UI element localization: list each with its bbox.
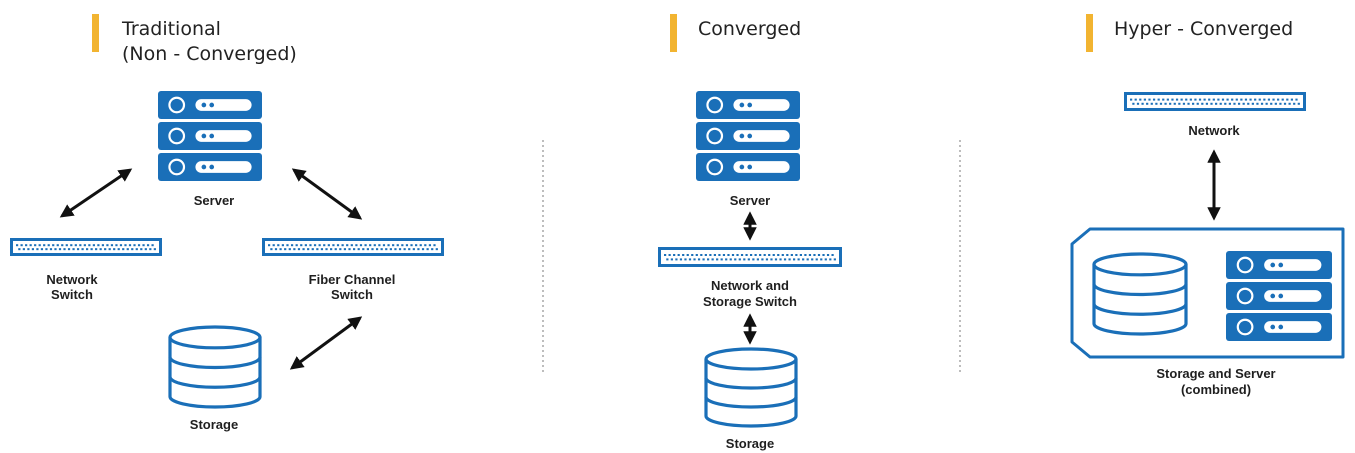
storage-label: Storage [190,417,238,432]
arrow-fiber-storage [289,316,363,370]
fiber-switch-label-line-2: Switch [331,287,373,302]
title-accent-bar [670,14,677,52]
fiber-channel-switch-icon [262,238,444,256]
network-switch-icon [10,238,162,256]
fiber-switch-label-line-1: Fiber Channel [309,272,396,287]
title-accent-bar [92,14,99,52]
server-icon [1226,251,1332,341]
panel-converged: Converged Server Network and Storage Swi… [658,14,842,451]
network-switch-label-line-1: Network [46,272,98,287]
server-icon [158,91,262,181]
panel-traditional: Traditional (Non - Converged) Server Net… [10,14,444,432]
storage-icon [704,347,798,428]
arrow-server-fiber [291,168,363,220]
server-icon [696,91,800,181]
panel-title: Converged [698,18,801,40]
panel-title-line-1: Traditional [121,18,221,40]
server-label: Server [730,193,770,208]
storage-label: Storage [726,436,774,451]
arrow-server-network [59,168,133,218]
panel-hyper-converged: Hyper - Converged Network Storage and Se… [1070,14,1345,397]
combined-label-line-1: Storage and Server [1156,366,1275,381]
server-label: Server [194,193,234,208]
panel-title: Hyper - Converged [1114,18,1293,40]
network-switch-label-line-2: Switch [51,287,93,302]
network-storage-switch-icon [658,247,842,267]
combined-node-box [1070,227,1345,359]
combined-label-line-2: (combined) [1181,382,1251,397]
switch-label-line-1: Network and [711,278,789,293]
title-accent-bar [1086,14,1093,52]
panel-title-line-2: (Non - Converged) [122,43,297,65]
network-label: Network [1188,123,1240,138]
storage-icon [1092,252,1188,336]
switch-label-line-2: Storage Switch [703,294,797,309]
network-switch-icon [1124,92,1306,111]
storage-icon [168,325,262,409]
